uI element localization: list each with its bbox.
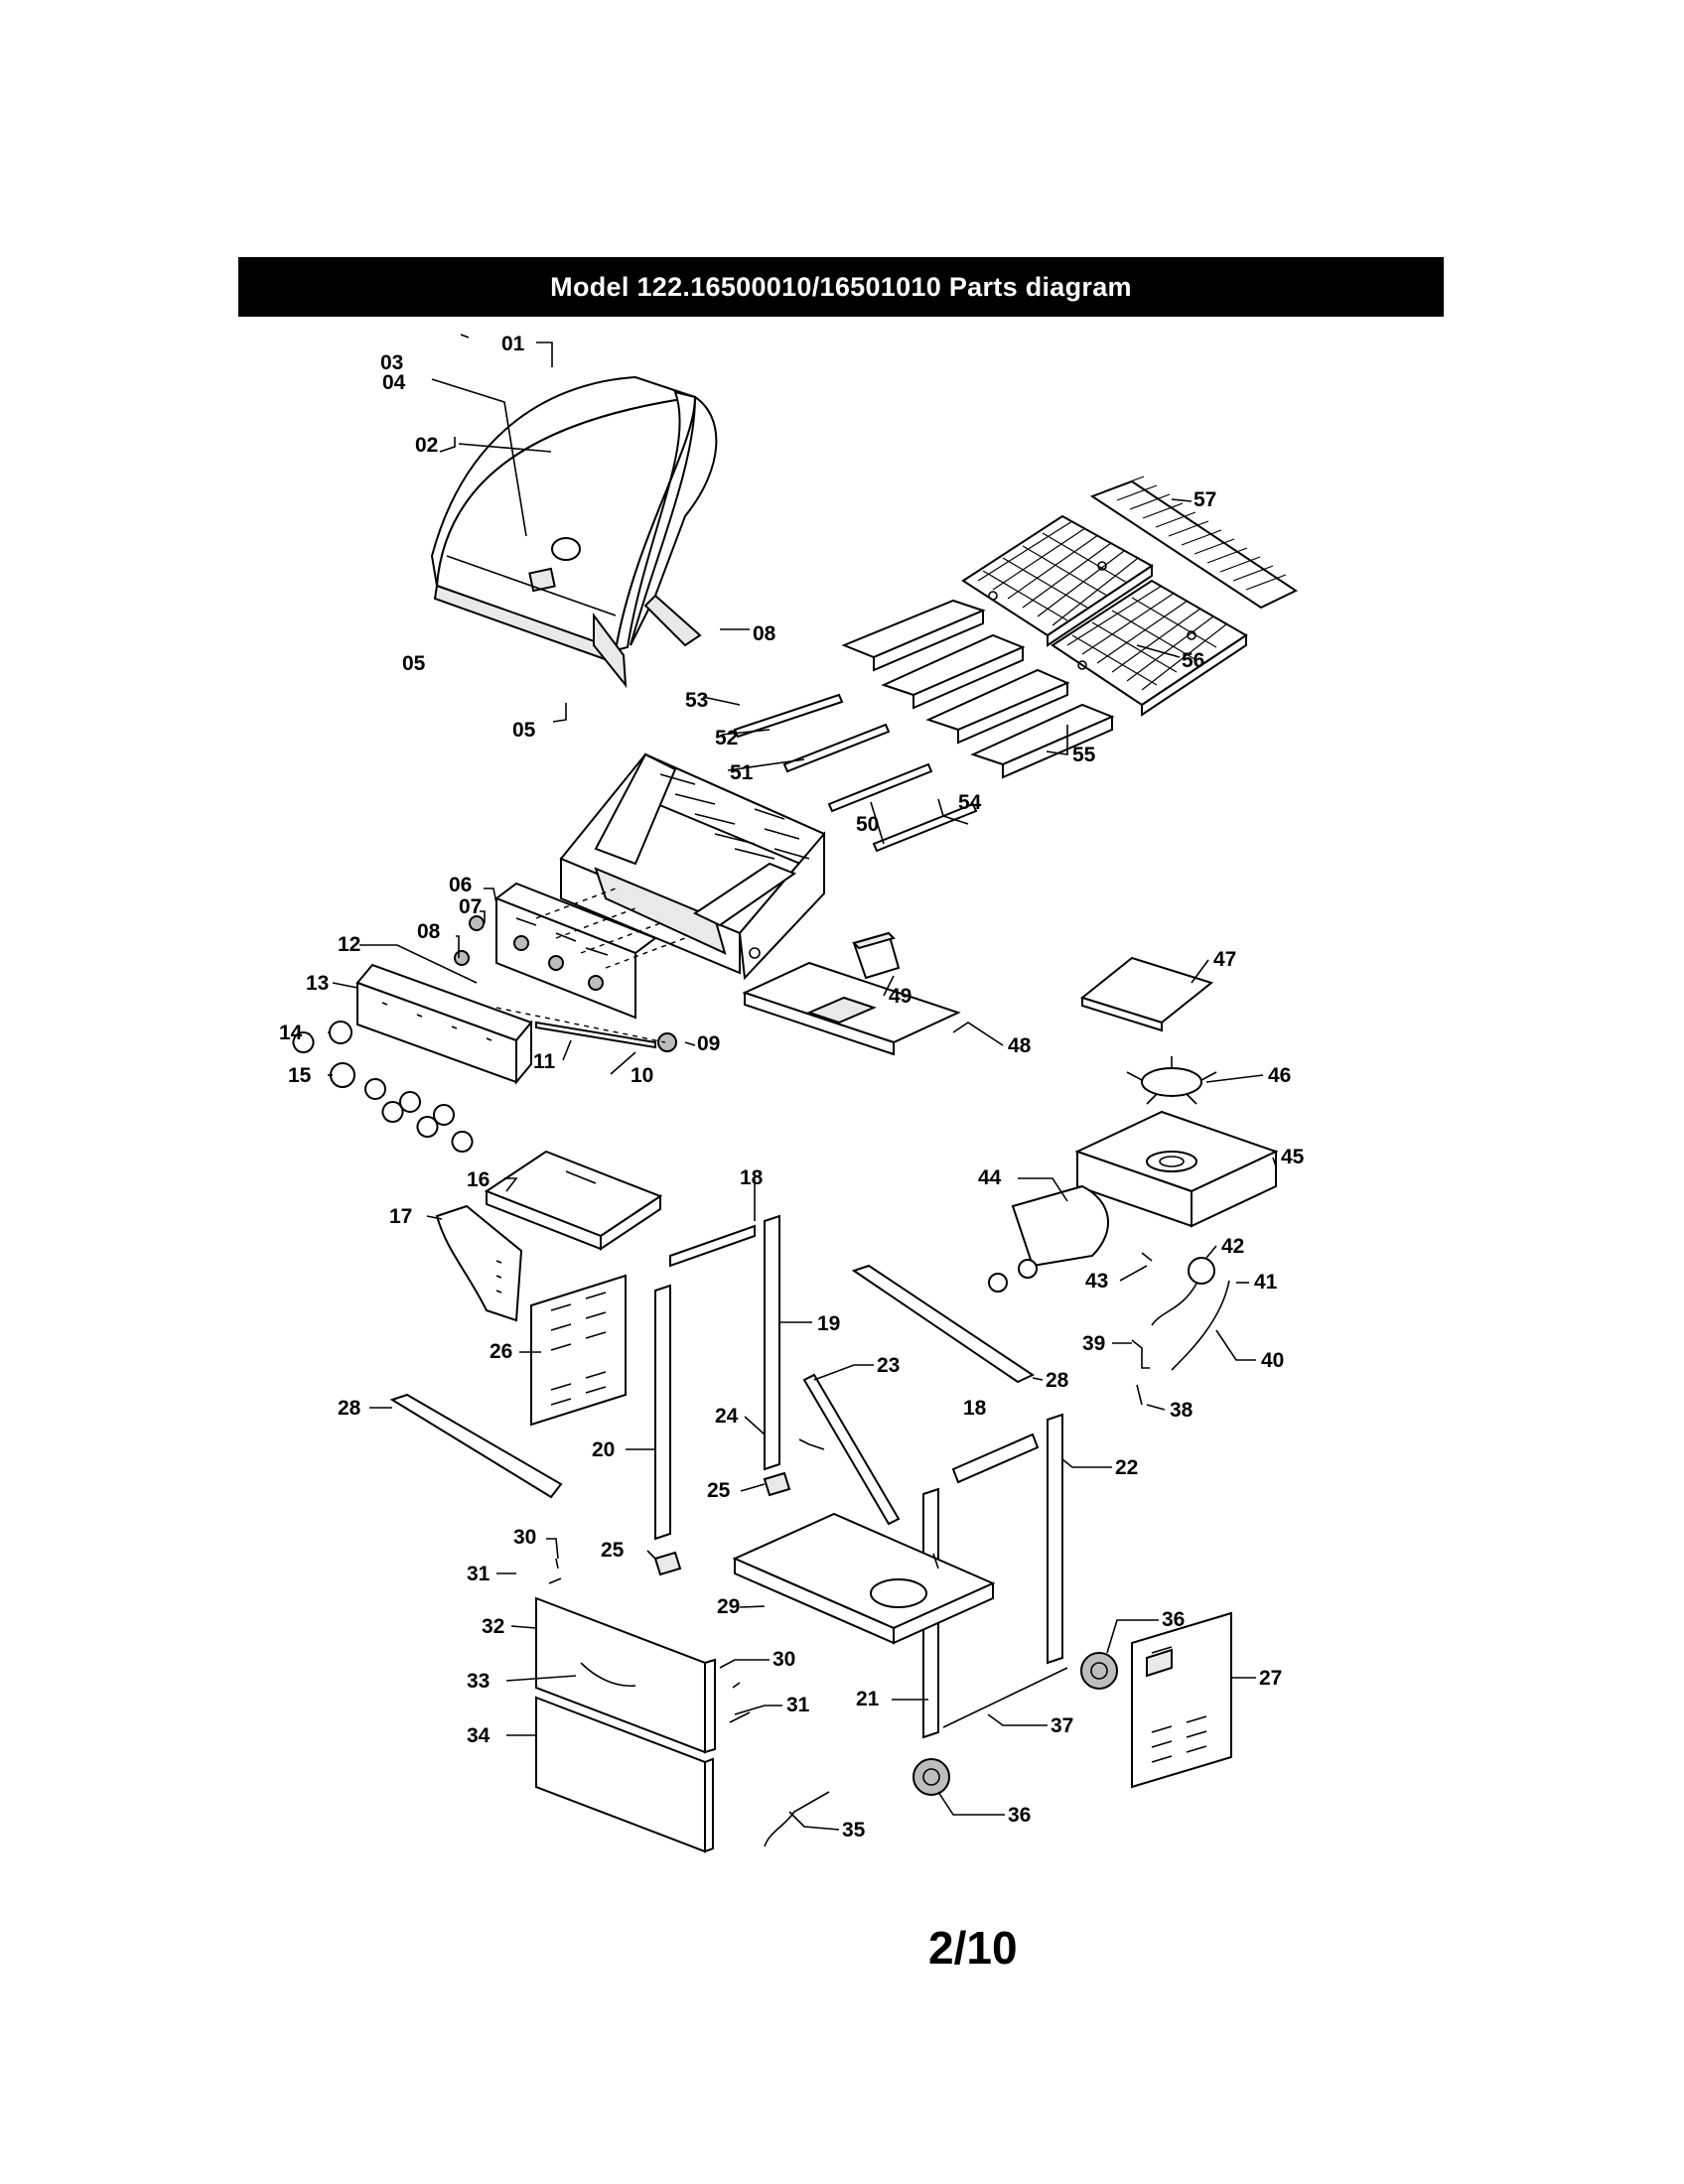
part-label: 32 [482, 1615, 504, 1638]
part-label: 12 [338, 933, 360, 956]
side-burner-parts [1131, 1252, 1230, 1406]
cart-frame [389, 1214, 1232, 1853]
part-label: 43 [1085, 1270, 1108, 1293]
leader-lines [328, 334, 1277, 1831]
part-label: 18 [740, 1166, 764, 1189]
heat-tents [841, 599, 1115, 779]
part-label: 25 [707, 1479, 731, 1502]
part-label: 01 [501, 333, 525, 355]
part-label: 48 [1008, 1034, 1032, 1057]
part-label: 13 [306, 972, 329, 995]
side-burner-body [1074, 1110, 1279, 1228]
part-label: 36 [1008, 1804, 1031, 1827]
part-label: 39 [1082, 1332, 1105, 1355]
part-label: 08 [417, 920, 441, 943]
valves [454, 915, 604, 991]
part-label: 25 [601, 1539, 625, 1562]
firebox [559, 752, 826, 981]
part-label: 30 [772, 1648, 795, 1671]
part-label: 03 [380, 351, 403, 374]
part-label: 15 [288, 1064, 312, 1087]
part-labels: 01 02 03 04 05 05 08 53 52 51 50 54 55 5… [279, 333, 1305, 1842]
part-label: 20 [592, 1438, 615, 1461]
part-label: 04 [382, 371, 406, 394]
part-label: 24 [715, 1405, 739, 1428]
part-label: 35 [842, 1819, 866, 1842]
part-label: 52 [715, 727, 738, 750]
part-label: 27 [1259, 1667, 1282, 1690]
part-label: 06 [449, 874, 472, 896]
part-label: 44 [978, 1166, 1002, 1189]
control-knobs [292, 1021, 474, 1153]
page-number: 2/10 [928, 1922, 1018, 1974]
part-label: 49 [889, 985, 912, 1008]
part-label: 46 [1268, 1064, 1291, 1087]
warming-rack [1089, 476, 1299, 610]
grease-tray [742, 961, 961, 1056]
part-label: 10 [631, 1064, 653, 1087]
part-label: 16 [467, 1168, 490, 1191]
part-label: 51 [730, 761, 754, 784]
part-label: 28 [1046, 1369, 1069, 1392]
side-burner-lid [1079, 956, 1214, 1032]
part-label: 55 [1072, 744, 1096, 766]
part-label: 31 [467, 1563, 491, 1585]
part-label: 31 [786, 1694, 810, 1716]
part-label: 22 [1115, 1456, 1138, 1479]
part-label: 45 [1281, 1146, 1305, 1168]
burners [733, 693, 978, 853]
part-label: 21 [856, 1688, 880, 1710]
part-label: 28 [338, 1397, 361, 1420]
side-shelf-bracket [435, 1204, 523, 1322]
front-manifold-panel [355, 963, 677, 1085]
part-label: 34 [467, 1724, 491, 1747]
part-label: 11 [533, 1050, 556, 1073]
part-label: 50 [856, 813, 879, 836]
part-label: 05 [402, 652, 426, 675]
part-label: 19 [817, 1312, 840, 1335]
part-label: 05 [512, 719, 536, 742]
part-label: 41 [1254, 1271, 1278, 1294]
part-label: 26 [490, 1340, 512, 1363]
part-label: 02 [415, 434, 438, 457]
part-label: 47 [1213, 948, 1236, 971]
title-bar: Model 122.16500010/16501010 Parts diagra… [238, 257, 1444, 317]
part-label: 30 [513, 1526, 536, 1549]
part-label: 42 [1221, 1235, 1244, 1258]
part-label: 18 [963, 1397, 987, 1420]
part-label: 57 [1193, 488, 1216, 511]
part-label: 38 [1170, 1399, 1193, 1422]
part-label: 14 [279, 1022, 303, 1044]
part-label: 23 [877, 1354, 900, 1377]
side-shelf [484, 1150, 663, 1251]
part-label: 09 [697, 1032, 720, 1055]
page-title: Model 122.16500010/16501010 Parts diagra… [550, 271, 1132, 302]
side-burner-control-housing [988, 1184, 1109, 1293]
part-label: 33 [467, 1670, 490, 1693]
part-label: 07 [459, 895, 482, 918]
grill-lid [430, 375, 718, 689]
cooking-grates [961, 514, 1248, 717]
grease-cup [852, 931, 901, 980]
part-label: 36 [1162, 1608, 1185, 1631]
part-label: 54 [958, 791, 982, 814]
burner-grate [1126, 1056, 1217, 1105]
part-label: 08 [753, 622, 776, 645]
part-label: 56 [1182, 649, 1204, 672]
part-label: 53 [685, 689, 708, 712]
part-label: 37 [1051, 1714, 1073, 1737]
part-label: 40 [1261, 1349, 1284, 1372]
part-label: 29 [717, 1595, 740, 1618]
part-label: 17 [389, 1205, 412, 1228]
